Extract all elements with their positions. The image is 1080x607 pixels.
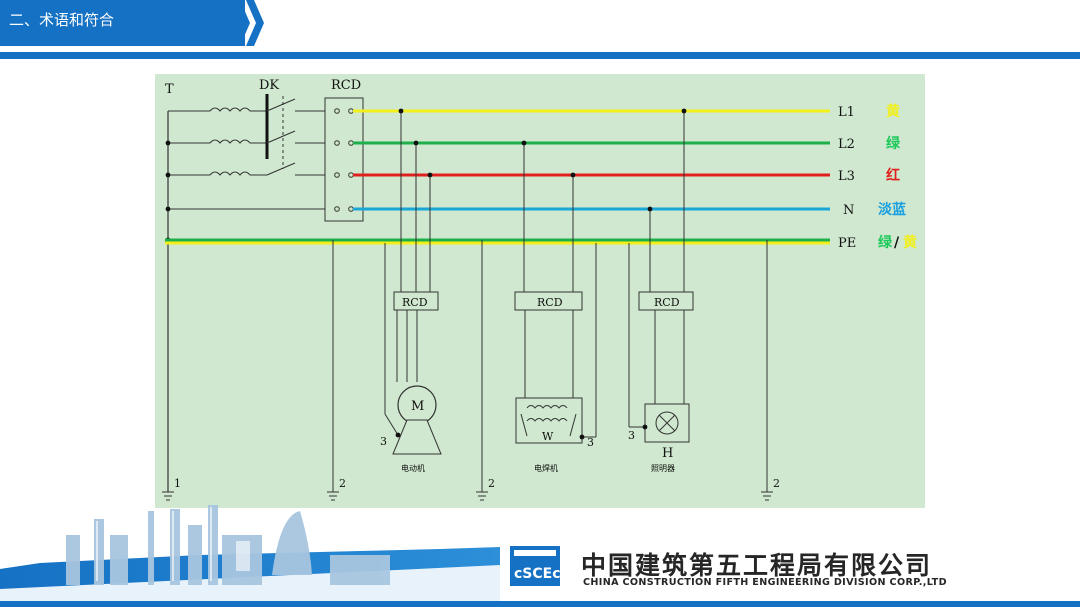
company-name-cn: 中国建筑第五工程局有限公司 <box>581 551 933 580</box>
ground-label-2c: 2 <box>773 477 780 490</box>
color-label-pe-separator: / <box>894 235 900 251</box>
color-label-pe-green: 绿 <box>878 234 893 251</box>
transformer-label: T <box>165 82 174 97</box>
motor-rcd-label: RCD <box>402 296 428 309</box>
ground-symbols <box>162 491 773 501</box>
line-label-l1: L1 <box>838 105 855 120</box>
ground-rods <box>332 240 768 492</box>
lighting-symbol-letter: H <box>662 446 673 461</box>
logo-text: cSCEc <box>514 566 560 582</box>
header-rule <box>0 52 1080 59</box>
ground-label-2a: 2 <box>339 477 346 490</box>
section-header-tab: 二、术语和符合 <box>0 0 245 46</box>
switch-blades <box>266 96 325 176</box>
lamp-icon <box>655 411 679 435</box>
main-rcd-box <box>324 97 364 222</box>
section-title: 二、术语和符合 <box>9 11 115 29</box>
lighting-rcd-label: RCD <box>654 296 680 309</box>
color-label-l1: 黄 <box>886 103 900 120</box>
ground-label-2b: 2 <box>488 477 495 490</box>
company-logo: cSCEc <box>510 546 560 586</box>
motor-rcd-box <box>393 291 439 311</box>
lighting-name: 照明器 <box>651 464 675 473</box>
transformer-windings <box>168 107 325 210</box>
line-label-l3: L3 <box>838 169 855 184</box>
motor-name: 电动机 <box>401 463 425 473</box>
lighting-rcd-box <box>638 291 694 311</box>
welder-terminal-label: 3 <box>587 436 594 449</box>
welder-branch <box>523 143 597 438</box>
header-chevrons-icon <box>232 0 264 46</box>
main-rcd-label: RCD <box>331 78 361 93</box>
color-label-l3: 红 <box>886 167 900 184</box>
motor-branch <box>384 111 431 436</box>
welder-rcd-label: RCD <box>537 296 563 309</box>
motor-symbol-letter: M <box>411 399 424 414</box>
welder-name: 电焊机 <box>534 463 558 473</box>
motor-terminal-label: 3 <box>380 435 387 448</box>
switch-label: DK <box>259 78 279 93</box>
line-label-pe: PE <box>838 236 856 251</box>
ground-label-1: 1 <box>174 477 181 490</box>
lighting-branch <box>628 111 685 428</box>
welder-rcd-box <box>514 291 583 311</box>
lighting-taps <box>647 108 687 212</box>
lighting-terminal-label: 3 <box>628 429 635 442</box>
color-label-pe-yellow: 黄 <box>903 234 917 251</box>
company-name-en: CHINA CONSTRUCTION FIFTH ENGINEERING DIV… <box>583 577 947 588</box>
color-label-n: 淡蓝 <box>878 201 906 218</box>
color-label-l2: 绿 <box>886 135 901 152</box>
wiring-diagram: T DK RCD <box>155 74 925 508</box>
city-skyline-graphic <box>0 505 500 601</box>
welder-taps <box>521 140 576 178</box>
welder-symbol-letter: W <box>542 430 554 443</box>
main-rcd-contacts <box>334 108 354 212</box>
footer-rule <box>0 601 1080 607</box>
line-label-n: N <box>843 203 854 218</box>
motor-taps <box>398 108 433 178</box>
wiring-diagram-svg: T DK RCD <box>162 78 917 501</box>
motor-base <box>392 419 442 455</box>
line-label-l2: L2 <box>838 137 855 152</box>
